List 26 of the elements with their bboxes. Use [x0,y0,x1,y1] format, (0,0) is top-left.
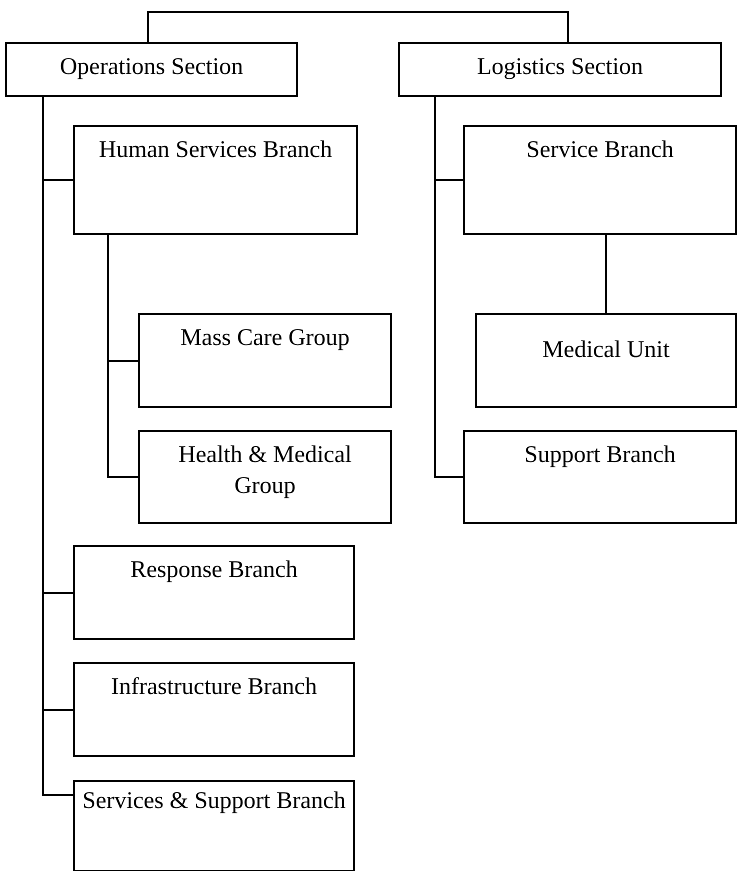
org-box [463,125,737,235]
org-box [475,313,737,408]
connector-line [147,11,569,42]
org-box [138,313,392,408]
box-label: Services & Support Branch [82,787,346,816]
org-box [73,125,358,235]
org-box [463,430,737,524]
org-box [138,430,392,524]
box-label: Medical Unit [542,336,670,365]
box-label: Health & Medical Group [177,441,353,501]
box-label: Human Services Branch [98,136,332,165]
box-label: Logistics Section [477,53,643,82]
box-label: Infrastructure Branch [111,673,317,702]
box-label: Mass Care Group [180,324,350,353]
box-label: Service Branch [526,136,674,165]
box-label: Response Branch [130,556,298,585]
box-label: Operations Section [60,53,244,82]
connector-line [107,235,138,478]
org-box [73,545,355,640]
box-label: Support Branch [524,441,676,470]
org-box [73,780,355,871]
org-box [398,42,722,97]
connector-line [434,97,463,478]
org-box [73,662,355,757]
org-box [5,42,298,97]
connector-line [605,235,607,313]
